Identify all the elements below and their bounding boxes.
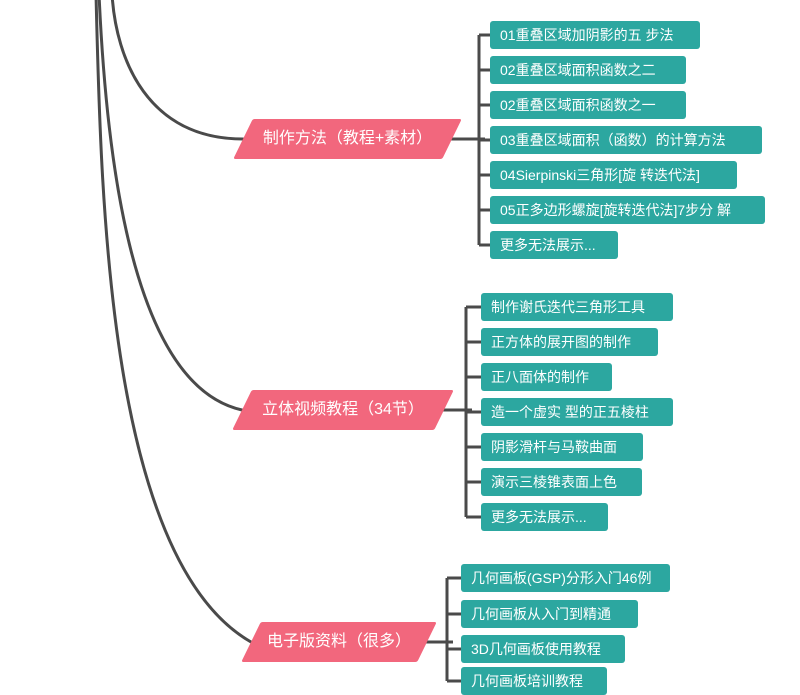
child-topic[interactable]: 03重叠区域面积（函数）的计算方法	[490, 126, 762, 154]
child-topic[interactable]: 05正多边形螺旋[旋转迭代法]7步分 解	[490, 196, 765, 224]
child-topic[interactable]: 3D几何画板使用教程	[461, 635, 625, 663]
child-topic[interactable]: 几何画板从入门到精通	[461, 600, 638, 628]
child-topic[interactable]: 阴影滑杆与马鞍曲面	[481, 433, 643, 461]
child-topic[interactable]: 造一个虚实 型的正五棱柱	[481, 398, 673, 426]
child-topic[interactable]: 02重叠区域面积函数之一	[490, 91, 686, 119]
child-topic[interactable]: 04Sierpinski三角形[旋 转迭代法]	[490, 161, 737, 189]
child-topic[interactable]: 01重叠区域加阴影的五 步法	[490, 21, 700, 49]
child-topic[interactable]: 制作谢氏迭代三角形工具	[481, 293, 673, 321]
child-topic[interactable]: 正方体的展开图的制作	[481, 328, 658, 356]
branch-label: 电子版资料（很多）	[266, 633, 411, 650]
branch-topic-2[interactable]: 立体视频教程（34节）	[232, 390, 454, 430]
child-topic[interactable]: 演示三棱锥表面上色	[481, 468, 642, 496]
root-branch-curve-2	[97, 0, 244, 412]
branch-topic-1[interactable]: 制作方法（教程+素材）	[233, 119, 462, 159]
branch-label: 立体视频教程（34节）	[262, 401, 424, 418]
child-topic[interactable]: 更多无法展示...	[481, 503, 608, 531]
child-topic[interactable]: 几何画板(GSP)分形入门46例	[461, 564, 670, 592]
child-topic[interactable]: 几何画板培训教程	[461, 667, 607, 695]
child-topic[interactable]: 02重叠区域面积函数之二	[490, 56, 686, 84]
branch-topic-3[interactable]: 电子版资料（很多）	[241, 622, 437, 662]
branch-label: 制作方法（教程+素材）	[262, 130, 433, 147]
root-branch-curve-1	[111, 0, 245, 141]
root-branch-curve-3	[94, 0, 253, 644]
child-topic[interactable]: 更多无法展示...	[490, 231, 618, 259]
child-topic[interactable]: 正八面体的制作	[481, 363, 612, 391]
